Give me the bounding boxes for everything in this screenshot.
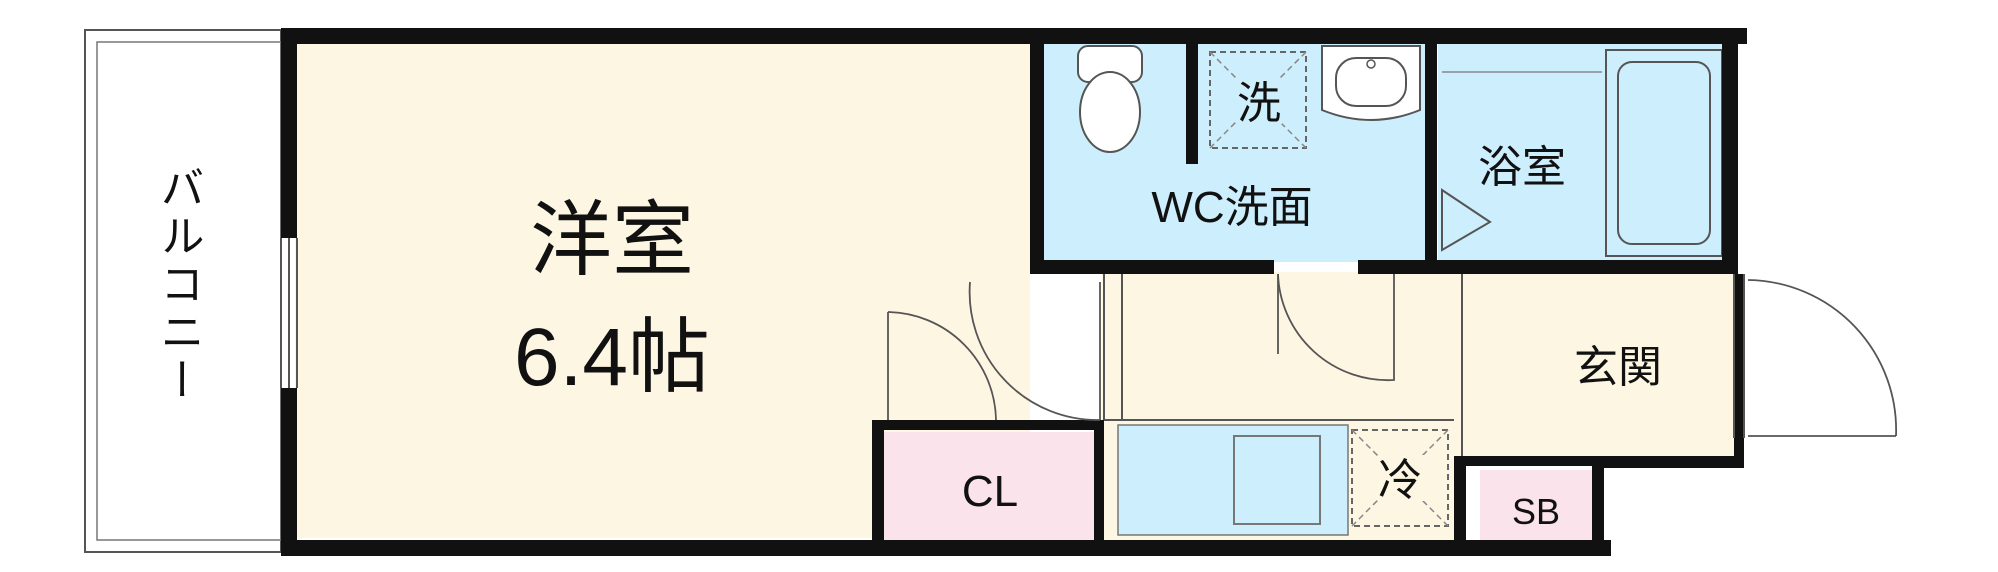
western-room-name: 洋室 xyxy=(530,195,694,286)
balcony: バルコニー xyxy=(84,29,282,553)
washbasin-icon xyxy=(1321,45,1421,121)
kitchen-counter xyxy=(1117,424,1349,536)
toilet-icon xyxy=(1077,45,1143,153)
door-swings xyxy=(887,273,1897,437)
western-room-size: 6.4帖 xyxy=(514,312,710,403)
balcony-label: バルコニー xyxy=(154,165,203,405)
bathroom-label: 浴室 xyxy=(1478,143,1566,192)
shoe-box-label: SB xyxy=(1512,491,1560,532)
shoe-box-floor xyxy=(1480,470,1592,540)
fridge-label: 冷 xyxy=(1378,456,1422,505)
washer-spot-icon xyxy=(1209,51,1307,149)
interior-lines xyxy=(280,238,1745,456)
closet-floor xyxy=(880,432,1102,542)
fridge-spot-icon xyxy=(1351,429,1449,527)
entrance-label: 玄関 xyxy=(1574,343,1662,392)
washer-label: 洗 xyxy=(1237,79,1281,128)
bathroom-floor xyxy=(1438,44,1728,262)
entrance-floor xyxy=(1462,272,1737,462)
wc-washroom-label: WC洗面 xyxy=(1151,183,1312,232)
bathroom-door xyxy=(1441,188,1492,252)
walls xyxy=(281,28,1747,556)
closet-label: CL xyxy=(962,467,1018,516)
